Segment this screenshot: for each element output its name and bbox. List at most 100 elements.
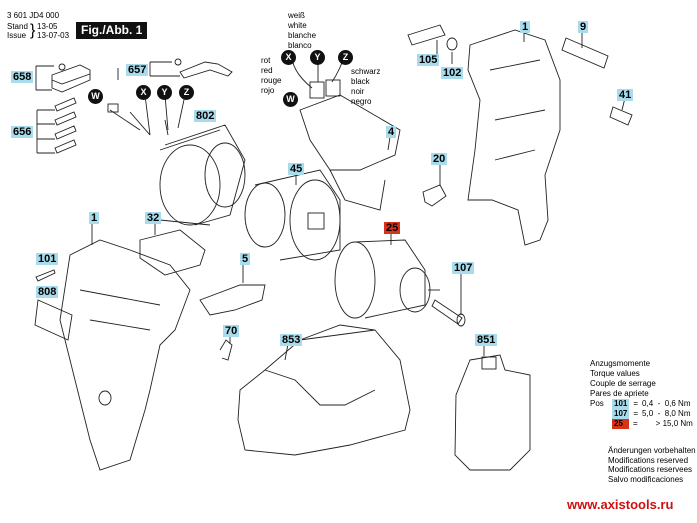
wire-marker-w-motor: W	[88, 89, 103, 104]
issue-value: 13-07-03	[37, 31, 70, 40]
part-102-drawing	[446, 37, 458, 51]
part-20-drawing	[422, 184, 447, 207]
part-853-drawing	[237, 324, 411, 456]
modifications-de: Änderungen vorbehalten	[608, 446, 696, 455]
part-105-drawing	[407, 24, 446, 46]
part-label-657[interactable]: 657	[126, 64, 149, 76]
wire-color-white: weiß white blanche blanco	[288, 11, 316, 51]
torque-values: Anzugsmomente Torque values Couple de se…	[590, 359, 693, 429]
part-label-1-left[interactable]: 1	[89, 212, 100, 224]
torque-row: Pos 101 = 0,4 - 0,6 Nm	[590, 399, 693, 409]
part-label-656[interactable]: 656	[11, 126, 34, 138]
part-656-drawing	[36, 97, 77, 154]
part-101-drawing	[35, 269, 56, 282]
wire-color-black-de: schwarz	[351, 67, 381, 76]
part-label-1-right[interactable]: 1	[520, 21, 531, 33]
wire-color-black-fr: noir	[351, 87, 365, 96]
torque-value: > 15,0 Nm	[655, 419, 693, 428]
wire-marker-y-switch: Y	[310, 50, 325, 65]
part-label-20[interactable]: 20	[431, 153, 448, 165]
torque-eq: =	[633, 409, 639, 418]
wire-color-red-es: rojo	[261, 86, 275, 95]
wire-color-red-en: red	[261, 66, 273, 75]
part-25-drawing	[334, 239, 440, 319]
wire-marker-w-switch: W	[283, 92, 298, 107]
torque-row: 25 = > 15,0 Nm	[590, 419, 693, 429]
part-5-drawing	[199, 284, 266, 316]
part-41-drawing	[609, 106, 633, 126]
torque-pos: 25	[612, 419, 629, 429]
wire-color-white-es: blanco	[288, 41, 312, 50]
part-label-41[interactable]: 41	[617, 89, 634, 101]
stand-label: Stand	[7, 22, 28, 31]
part-657-drawing	[149, 58, 233, 79]
torque-title-fr: Couple de serrage	[590, 379, 656, 388]
part-label-5[interactable]: 5	[240, 253, 251, 265]
part-label-9[interactable]: 9	[578, 21, 589, 33]
part-45-drawing	[244, 169, 341, 261]
wire-color-red-fr: rouge	[261, 76, 282, 85]
torque-value: 0,4 - 0,6 Nm	[642, 399, 691, 408]
part-label-102[interactable]: 102	[441, 67, 464, 79]
part-label-853[interactable]: 853	[280, 334, 303, 346]
wire-color-red: rot red rouge rojo	[261, 56, 281, 96]
wire-marker-z-switch: Z	[338, 50, 353, 65]
issue-label: Issue	[7, 31, 27, 40]
wire-color-white-fr: blanche	[288, 31, 317, 40]
part-1-left-housing-drawing	[59, 239, 191, 471]
wire-color-black: schwarz black noir negro	[351, 67, 380, 107]
torque-title-es: Pares de apriete	[590, 389, 649, 398]
torque-title-de: Anzugsmomente	[590, 359, 651, 368]
part-107-drawing	[431, 299, 466, 327]
part-label-25[interactable]: 25	[384, 222, 401, 234]
part-32-drawing	[139, 229, 206, 276]
leader-lines	[91, 30, 626, 361]
part-label-101[interactable]: 101	[36, 253, 59, 265]
document-number: 3 601 JD4 000	[7, 11, 60, 20]
torque-pos: 101	[612, 399, 630, 409]
part-9-drawing	[561, 37, 609, 69]
part-label-70[interactable]: 70	[223, 325, 240, 337]
modifications-note: Änderungen vorbehalten Modifications res…	[608, 446, 696, 484]
modifications-es: Salvo modificaciones	[608, 474, 684, 484]
wire-color-white-en: white	[288, 21, 307, 30]
part-1-right-housing-drawing	[467, 29, 561, 246]
part-label-851[interactable]: 851	[475, 334, 498, 346]
part-label-107[interactable]: 107	[452, 262, 475, 274]
part-4-drawing	[291, 50, 401, 211]
torque-pos: 107	[612, 409, 630, 419]
part-label-658[interactable]: 658	[11, 71, 34, 83]
modifications-en: Modifications reserved	[608, 455, 689, 465]
wire-color-black-en: black	[351, 77, 370, 86]
wire-color-black-es: negro	[351, 97, 372, 106]
wire-marker-x-switch: X	[281, 50, 296, 65]
part-label-32[interactable]: 32	[145, 212, 162, 224]
torque-row: 107 = 5,0 - 8,0 Nm	[590, 409, 693, 419]
torque-eq: =	[633, 419, 638, 428]
torque-pos-label: Pos	[590, 399, 604, 408]
part-label-808[interactable]: 808	[36, 286, 59, 298]
figure-label: Fig./Abb. 1	[76, 22, 148, 39]
part-label-4[interactable]: 4	[386, 126, 397, 138]
stand-value: 13-05	[37, 22, 58, 31]
part-851-drawing	[454, 354, 531, 471]
website-link[interactable]: www.axistools.ru	[567, 497, 674, 512]
torque-value: 5,0 - 8,0 Nm	[642, 409, 691, 418]
part-70-drawing	[219, 339, 233, 361]
wire-marker-y-motor: Y	[157, 85, 172, 100]
part-808-drawing	[34, 299, 73, 341]
part-658-drawing	[35, 63, 91, 93]
part-label-802[interactable]: 802	[194, 110, 217, 122]
wire-marker-z-motor: Z	[179, 85, 194, 100]
wire-color-white-de: weiß	[288, 11, 305, 20]
wire-marker-x-motor: X	[136, 85, 151, 100]
part-label-45[interactable]: 45	[288, 163, 305, 175]
modifications-fr: Modifications reservees	[608, 465, 693, 474]
torque-title-en: Torque values	[590, 369, 640, 378]
part-802-drawing	[107, 94, 246, 226]
part-label-105[interactable]: 105	[417, 54, 440, 66]
torque-eq: =	[633, 399, 639, 408]
wire-color-red-de: rot	[261, 56, 271, 65]
brace: }	[30, 22, 36, 39]
